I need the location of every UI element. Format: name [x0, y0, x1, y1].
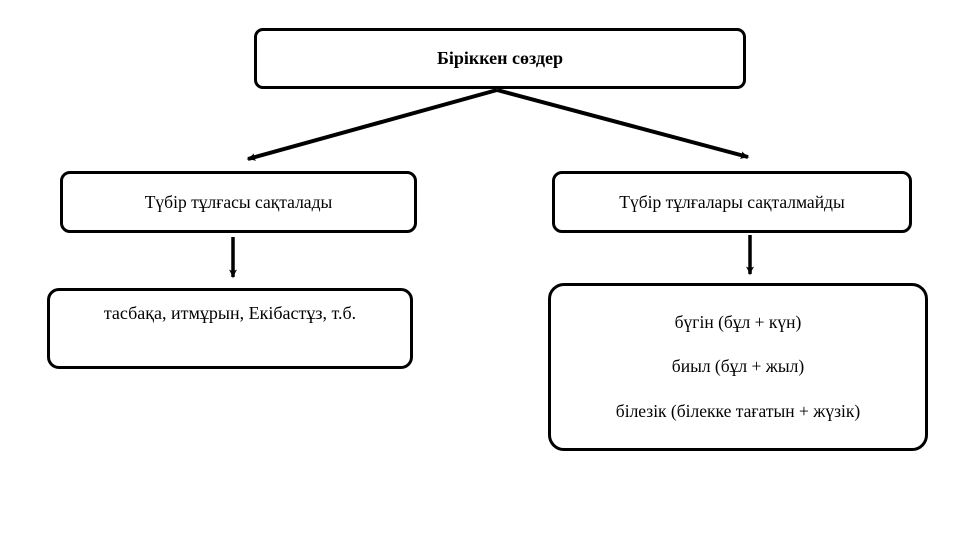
left-branch-label: Түбір тұлғасы сақталады — [144, 191, 333, 212]
right-branch-node-root-form-not-kept: Түбір тұлғалары сақталмайды — [552, 171, 912, 233]
right-branch-label: Түбір тұлғалары сақталмайды — [619, 191, 845, 212]
right-example-line: білезік (білекке тағатын + жүзік) — [615, 401, 861, 422]
right-examples-node: бүгін (бұл + күн) биыл (бұл + жыл) білез… — [548, 283, 928, 451]
root-node-compound-words: Біріккен сөздер — [254, 28, 746, 89]
right-example-line: биыл (бұл + жыл) — [671, 356, 805, 377]
root-node-label: Біріккен сөздер — [436, 47, 564, 68]
left-examples-node: тасбақа, итмұрын, Екібастұз, т.б. — [47, 288, 413, 369]
left-examples-text: тасбақа, итмұрын, Екібастұз, т.б. — [103, 303, 357, 323]
left-branch-node-root-form-kept: Түбір тұлғасы сақталады — [60, 171, 417, 233]
right-example-line: бүгін (бұл + күн) — [674, 311, 802, 332]
arrow-root-to-left — [246, 88, 498, 161]
arrow-root-to-right — [496, 88, 750, 159]
